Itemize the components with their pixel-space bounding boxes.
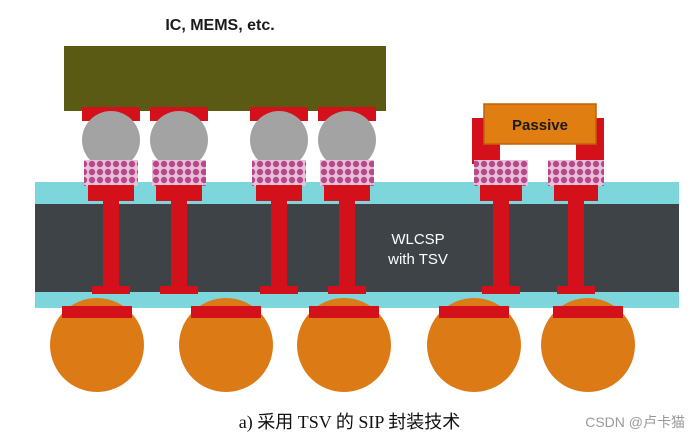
- watermark: CSDN @卢卡猫: [585, 414, 685, 430]
- passive-label: Passive: [512, 117, 568, 134]
- passive-component: Passive: [472, 103, 604, 164]
- wlcsp-label-line1: WLCSP: [391, 231, 444, 248]
- chip-interconnect-4: [318, 107, 376, 294]
- solder-ball-1: [50, 298, 144, 392]
- chip-label: IC, MEMS, etc.: [165, 17, 274, 34]
- chip-interconnect-1: [82, 107, 140, 294]
- chip-interconnect-2: [150, 107, 208, 294]
- chip-die: [64, 46, 386, 111]
- solder-ball-3: [297, 298, 391, 392]
- solder-ball-5: [541, 298, 635, 392]
- passive-interconnect-left: [474, 160, 528, 294]
- passive-interconnect-right: [548, 160, 604, 294]
- figure-caption: a) 采用 TSV 的 SIP 封装技术: [238, 412, 461, 432]
- wlcsp-label-line2: with TSV: [387, 251, 448, 268]
- solder-ball-4: [427, 298, 521, 392]
- package-cross-section: IC, MEMS, etc.: [35, 17, 679, 392]
- solder-ball-2: [179, 298, 273, 392]
- chip-interconnect-3: [250, 107, 308, 294]
